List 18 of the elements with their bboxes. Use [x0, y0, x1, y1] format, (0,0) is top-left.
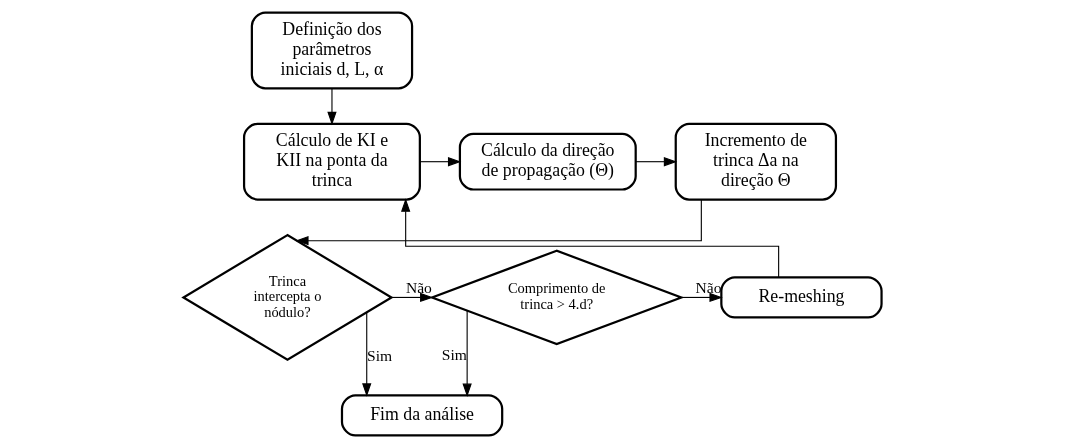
arrow — [401, 198, 780, 278]
edge-label: Sim — [441, 346, 467, 364]
arrow — [419, 157, 462, 167]
node-box: Incremento de trinca Δa na direção Θ — [674, 122, 838, 201]
arrow — [327, 87, 337, 126]
arrow — [635, 157, 678, 167]
arrow — [391, 292, 434, 303]
arrow — [462, 310, 472, 397]
arrow — [681, 292, 723, 303]
node-box: Re-meshing — [720, 276, 883, 319]
node-box: Cálculo da direção de propagação (Θ) — [458, 132, 637, 191]
arrow — [362, 311, 372, 397]
arrow — [295, 199, 702, 246]
node-box: Definição dos parâmetros iniciais d, L, α — [250, 11, 414, 90]
node-box: Fim da análise — [340, 394, 504, 437]
edge-label: Sim — [366, 346, 393, 364]
node-box: Cálculo de KI e KII na ponta da trinca — [242, 122, 421, 201]
edge-label: Não — [695, 279, 722, 297]
